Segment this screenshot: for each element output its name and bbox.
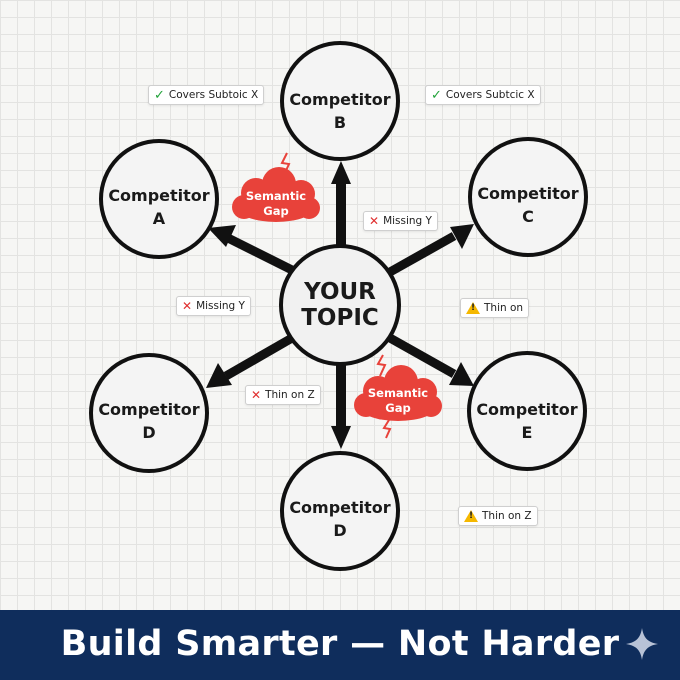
lightning-icon: [382, 419, 392, 439]
tag-missing-y-right: ✕ Missing Y: [363, 211, 438, 231]
lightning-icon: [376, 354, 387, 377]
node-e-line1: Competitor: [476, 400, 577, 419]
x-icon: ✕: [182, 299, 193, 313]
node-d2-line2: D: [333, 521, 346, 540]
node-b-line1: Competitor: [289, 90, 390, 109]
cloud-2-line1: Semantic: [368, 386, 428, 400]
x-icon: ✕: [369, 214, 380, 228]
tag-text: Covers Subtoic X: [168, 89, 259, 101]
check-icon: ✓: [154, 87, 165, 103]
node-d2-line1: Competitor: [289, 498, 390, 517]
tag-text: Thin on: [484, 302, 524, 314]
cloud-1-line1: Semantic: [246, 189, 306, 203]
semantic-gap-cloud-1: Semantic Gap: [232, 152, 320, 222]
arrow-to-a: [208, 225, 295, 275]
tag-text: Thin on Z: [265, 389, 315, 401]
competitor-node-e: Competitor E: [467, 351, 587, 471]
node-c-line1: Competitor: [477, 184, 578, 203]
semantic-gap-cloud-2: Semantic Gap: [354, 354, 442, 439]
tag-missing-y-left: ✕ Missing Y: [176, 296, 251, 316]
x-icon: ✕: [251, 388, 262, 402]
arrow-to-d2: [331, 364, 351, 449]
tag-text: Missing Y: [383, 215, 432, 227]
node-e-line2: E: [522, 423, 533, 442]
competitor-node-d-bottom: Competitor D: [280, 451, 400, 571]
tag-thin-on-z-right: Thin on Z: [458, 506, 538, 526]
tag-covers-subtopic-left: ✓ Covers Subtoic X: [148, 85, 265, 105]
arrow-to-c: [387, 224, 474, 276]
tag-text: Covers Subtcic X: [445, 89, 535, 101]
cloud-1-line2: Gap: [263, 204, 288, 218]
node-d1-line1: Competitor: [98, 400, 199, 419]
node-a-line1: Competitor: [108, 186, 209, 205]
competitor-node-d-left: Competitor D: [89, 353, 209, 473]
tag-text: Missing Y: [196, 300, 245, 312]
competitor-node-b: Competitor B: [280, 41, 400, 161]
arrow-to-e: [387, 334, 474, 386]
tag-text: Thin on Z: [482, 510, 532, 522]
check-icon: ✓: [431, 87, 442, 103]
center-node: YOUR TOPIC: [279, 244, 401, 366]
tag-covers-subtopic-right: ✓ Covers Subtcic X: [425, 85, 541, 105]
competitor-node-a: Competitor A: [99, 139, 219, 259]
warning-icon: [466, 302, 480, 314]
center-line2: TOPIC: [301, 305, 379, 331]
arrow-to-b: [331, 161, 351, 246]
warning-icon: [464, 510, 478, 522]
arrow-to-d1: [206, 334, 295, 388]
cloud-2-line2: Gap: [385, 401, 410, 415]
tag-thin-on: Thin on: [460, 298, 530, 318]
node-b-line2: B: [334, 113, 346, 132]
center-line1: YOUR: [303, 279, 376, 305]
topic-diagram: YOUR TOPIC Competitor B Competitor A Com…: [89, 41, 588, 571]
node-a-line2: A: [153, 209, 166, 228]
footer-banner: Build Smarter — Not Harder: [0, 610, 680, 680]
footer-title: Build Smarter — Not Harder: [60, 624, 620, 664]
node-d1-line2: D: [142, 423, 155, 442]
tag-thin-on-z-left: ✕ Thin on Z: [245, 385, 321, 405]
node-c-line2: C: [522, 207, 534, 226]
sparkle-icon: [626, 628, 658, 660]
competitor-node-c: Competitor C: [468, 137, 588, 257]
